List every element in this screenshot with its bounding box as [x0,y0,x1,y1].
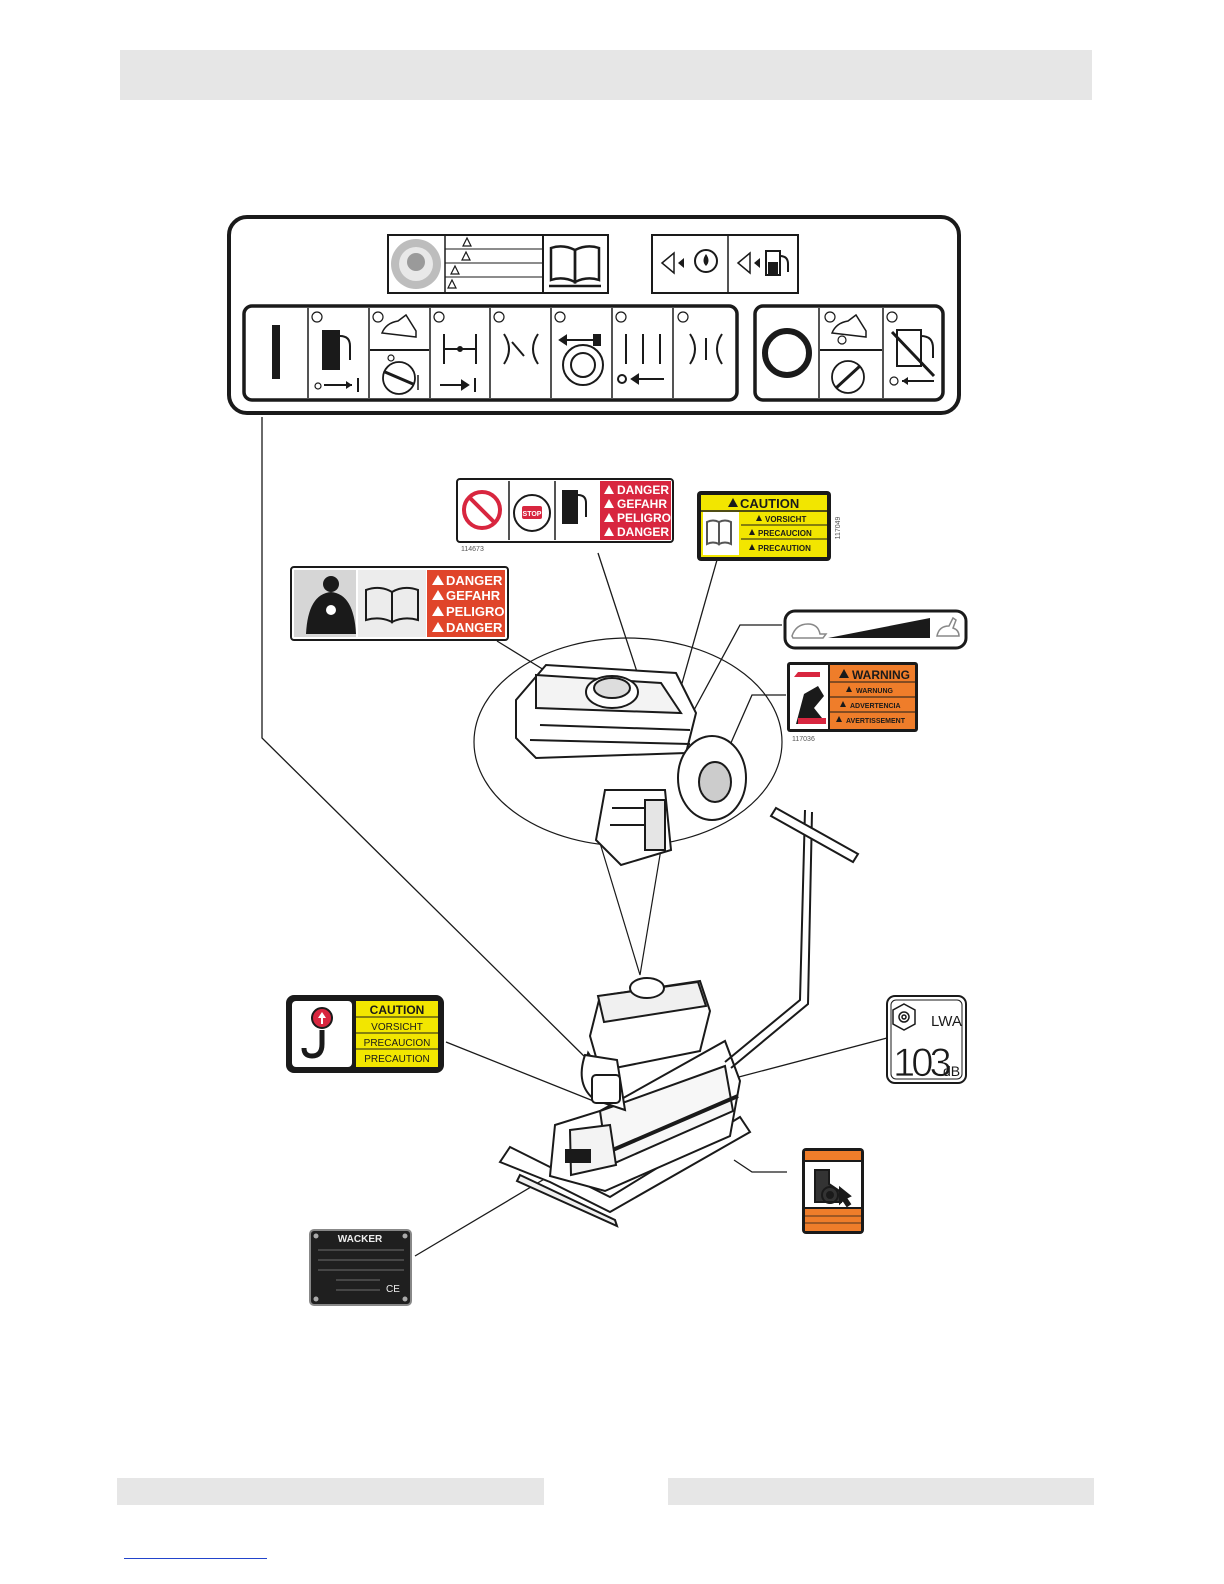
decal-sound-power: LWA 103 dB [887,996,966,1085]
stop-sequence-strip [755,306,943,400]
ear-protection-icon [391,239,441,289]
sound-value: 103 [893,1041,950,1085]
decal-exhaust-line-4: DANGER [446,620,503,635]
decal-nameplate: WACKER CE [310,1230,411,1305]
decal-caution-line-1: CAUTION [740,496,799,511]
stop-label: STOP [523,511,542,518]
decal-fuel-line-3: PELIGRO [617,511,671,525]
decal-warning-line-4: AVERTISSEMENT [846,718,906,725]
decal-caution-line-2: VORSICHT [765,515,806,524]
start-sequence-strip [244,306,737,400]
decal-fuel-line-2: GEFAHR [617,497,667,511]
sound-unit: dB [943,1063,960,1079]
decal-lifting-caution: CAUTION VORSICHT PRECAUCION PRECAUTION [286,995,444,1073]
on-bar-icon [272,325,280,379]
decal-caution-number: 117049 [835,516,842,539]
decal-lifting-line-3: PRECAUCION [364,1038,431,1049]
decal-lifting-line-1: CAUTION [370,1003,425,1017]
decal-warning-line-1: WARNING [852,668,910,682]
engine-detail-illustration [516,665,746,865]
decal-lifting-line-4: PRECAUTION [364,1054,430,1065]
decal-exhaust-line-1: DANGER [446,573,503,588]
decal-danger-exhaust: DANGER GEFAHR PELIGRO DANGER [291,567,508,640]
nameplate-brand: WACKER [338,1234,383,1245]
decal-throttle-speed [785,611,966,648]
ear-protection-manual-block [388,235,608,293]
decal-caution-line-4: PRECAUTION [758,544,811,553]
decal-warning-line-2: WARNUNG [856,688,893,695]
red-arrow-icon [794,672,820,677]
decal-lifting-line-2: VORSICHT [371,1022,423,1033]
decal-fuel-line-4: DANGER [617,525,669,539]
decal-warning-number: 117036 [792,736,815,743]
decal-exhaust-line-3: PELIGRO [446,604,505,619]
decal-warning-hand: WARNING WARNUNG ADVERTENCIA AVERTISSEMEN… [787,662,918,743]
decal-fuel-line-1: DANGER [617,483,669,497]
decal-caution-line-3: PRECAUCION [758,529,812,538]
sound-symbol: LWA [931,1013,962,1030]
decal-warning-line-3: ADVERTENCIA [850,703,901,710]
decal-fuel-danger: STOP DANGER GEFAHR PELIGRO DANGER 114673 [457,479,673,553]
control-decal-panel [229,217,959,413]
nameplate-ce-mark: CE [386,1284,400,1295]
decal-caution-manual: CAUTION VORSICHT PRECAUCION PRECAUTION 1… [697,491,842,561]
oil-fuel-level-block [652,235,798,293]
decal-fuel-number: 114673 [461,546,484,553]
decal-rotating-parts-warning [802,1148,864,1234]
decal-exhaust-line-2: GEFAHR [446,588,501,603]
